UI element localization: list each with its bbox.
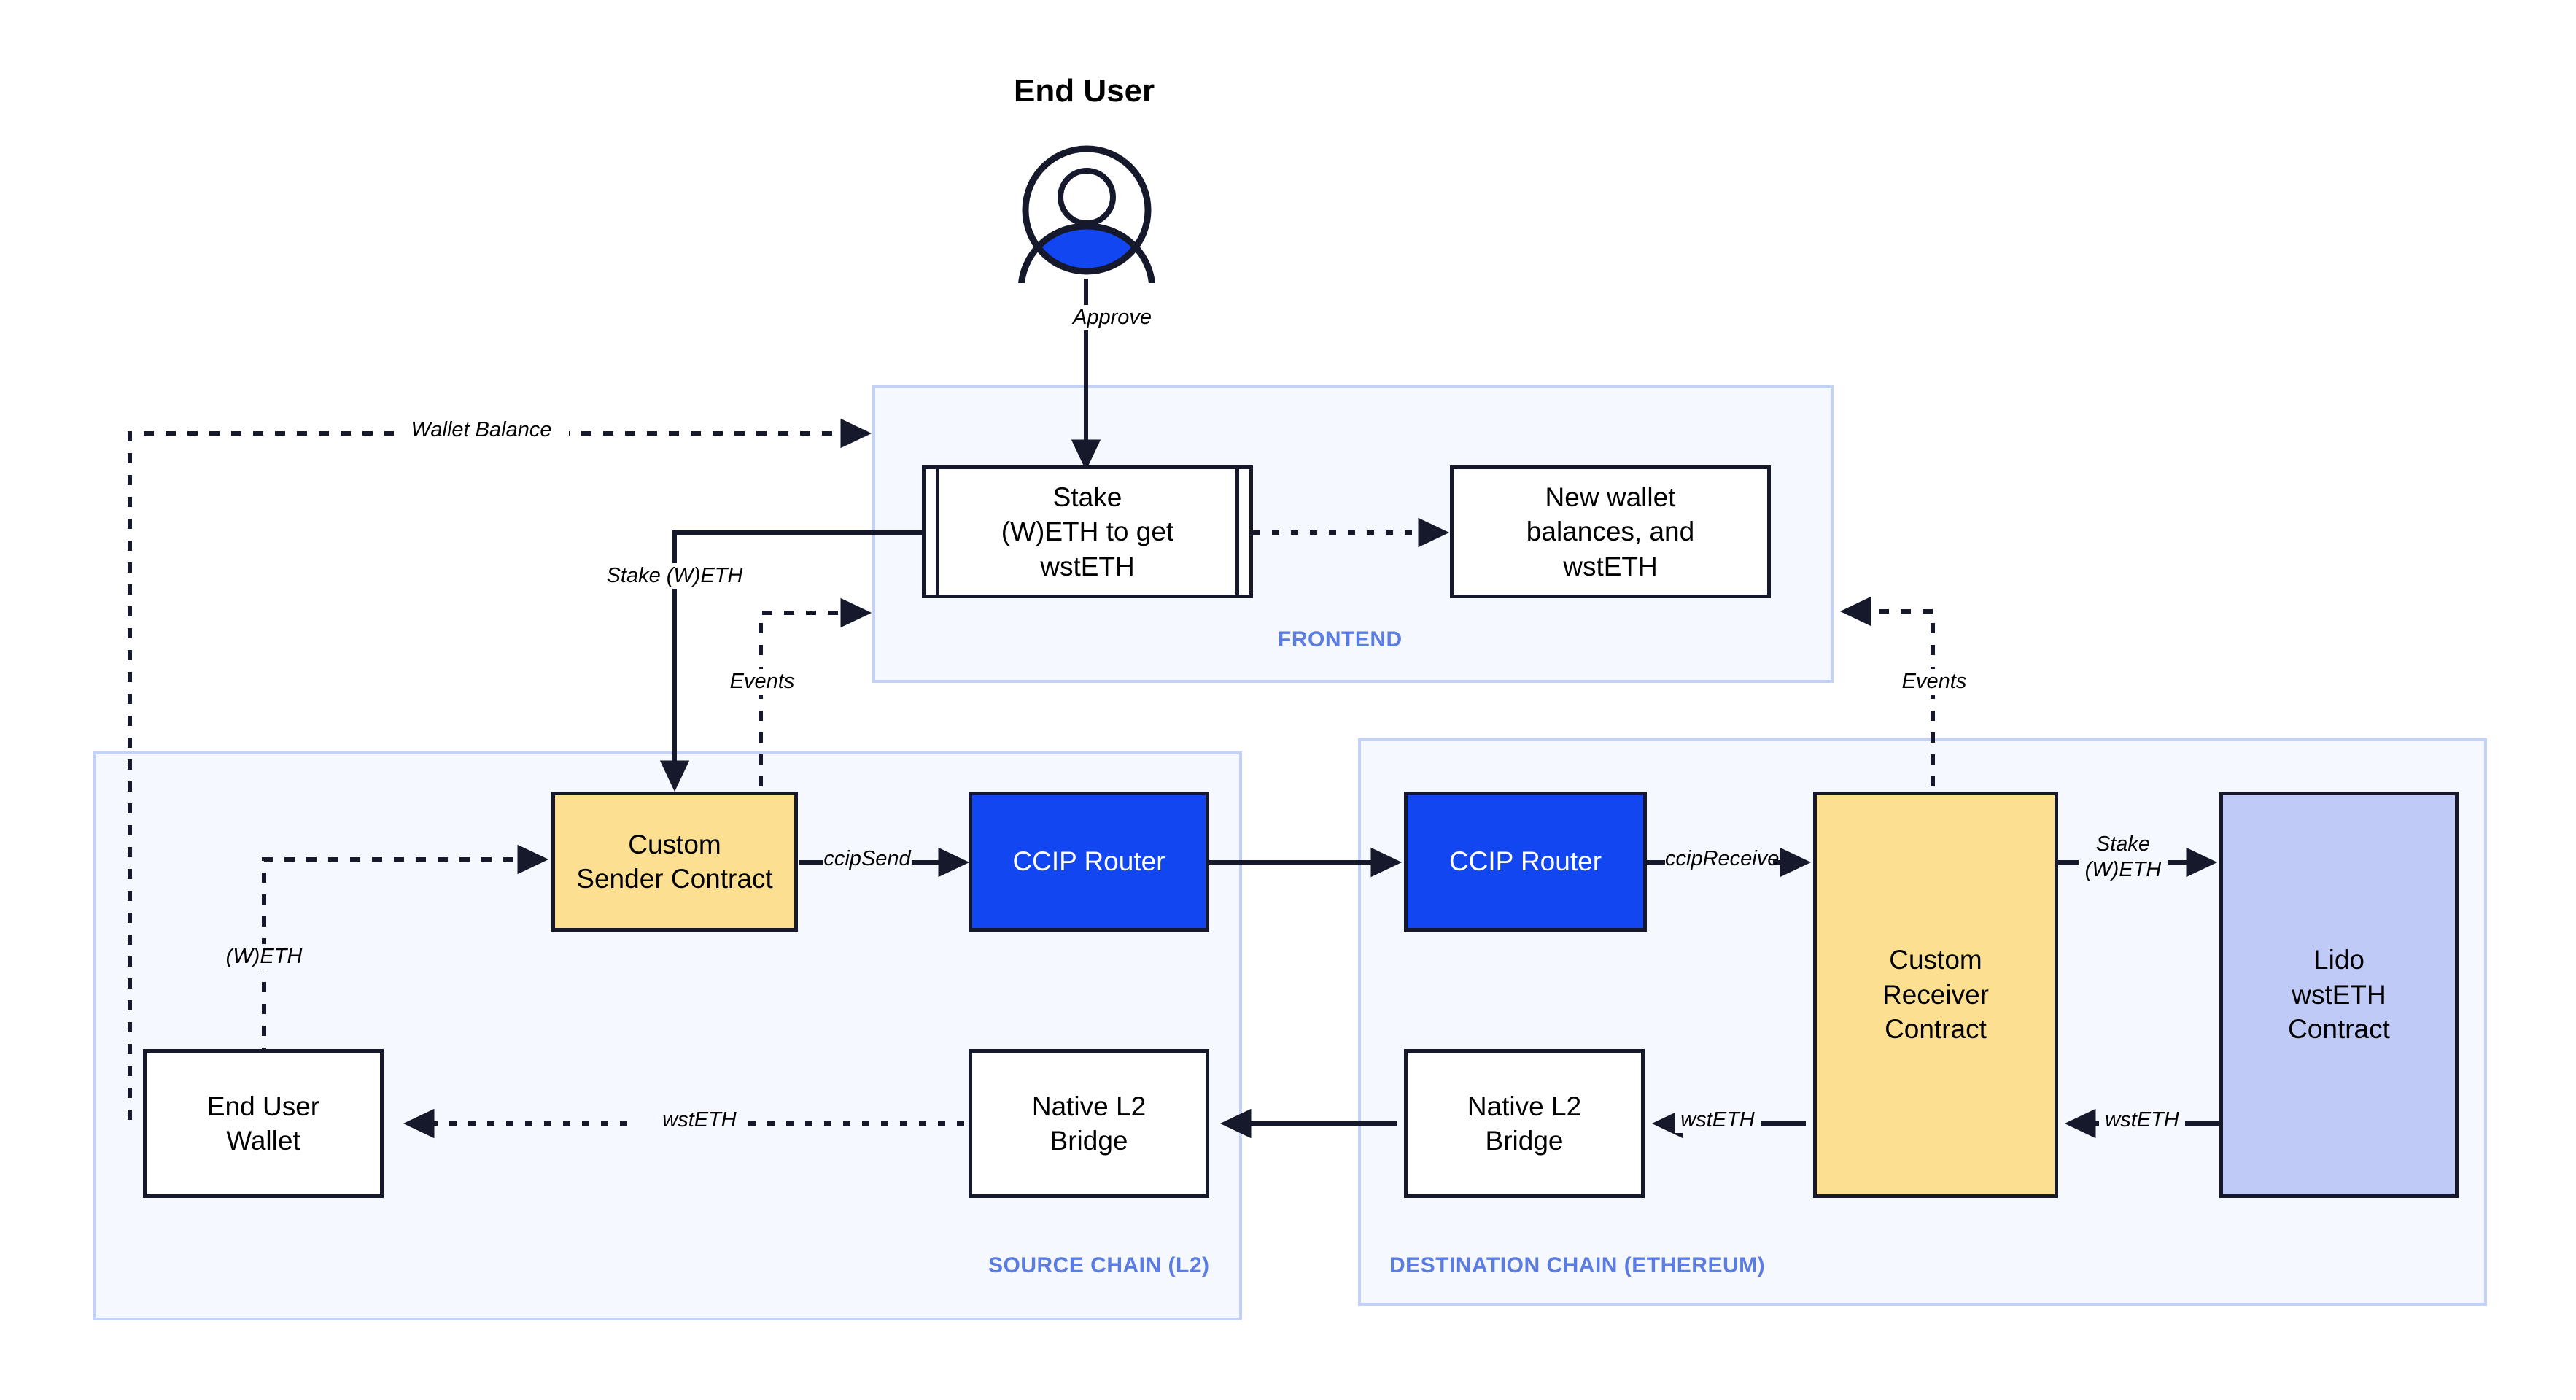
node-native-l2-bridge-destination[interactable]: Native L2 Bridge (1404, 1049, 1645, 1198)
node-ccip-router-source-label: CCIP Router (1012, 846, 1165, 877)
edge-label-events-source: Events (704, 669, 820, 695)
node-ccip-router-destination-label: CCIP Router (1448, 846, 1602, 877)
node-end-user-wallet[interactable]: End User Wallet (143, 1049, 384, 1198)
edge-label-approve: Approve (1039, 305, 1185, 330)
edge-label-wallet-balance: Wallet Balance (394, 417, 569, 443)
node-native-l2-bridge-destination-label: Native L2 Bridge (1467, 1091, 1582, 1156)
edge-label-wsteth-lido: wstETH (2099, 1107, 2185, 1133)
edge-label-stake-weth-2: Stake (W)ETH (2079, 832, 2168, 883)
edge-label-ccipsend: ccipSend (823, 846, 912, 872)
node-ccip-router-source[interactable]: CCIP Router (969, 792, 1209, 932)
user-avatar-icon (1018, 145, 1155, 283)
edge-label-events-destination: Events (1876, 669, 1993, 695)
node-native-l2-bridge-source-label: Native L2 Bridge (1031, 1091, 1147, 1156)
node-new-wallet-balances-label: New wallet balances, and wstETH (1526, 482, 1695, 581)
edge-label-ccipreceive: ccipReceive (1665, 846, 1780, 872)
node-custom-sender-contract-label: Custom Sender Contract (576, 829, 773, 894)
node-ccip-router-destination[interactable]: CCIP Router (1404, 792, 1647, 932)
node-custom-sender-contract[interactable]: Custom Sender Contract (551, 792, 798, 932)
page-title: End User (1014, 73, 1155, 109)
edge-label-wsteth-wallet: wstETH (656, 1107, 742, 1133)
node-custom-receiver-contract-label: Custom Receiver Contract (1882, 945, 1989, 1045)
node-stake-form-label: Stake (W)ETH to get wstETH (1001, 482, 1174, 581)
panel-label-source-chain: SOURCE CHAIN (L2) (988, 1253, 1210, 1277)
panel-label-destination-chain: DESTINATION CHAIN (ETHEREUM) (1389, 1253, 1766, 1277)
node-stake-form[interactable]: Stake (W)ETH to get wstETH (922, 465, 1253, 598)
node-native-l2-bridge-source[interactable]: Native L2 Bridge (969, 1049, 1209, 1198)
edge-label-wsteth-bridge: wstETH (1675, 1107, 1761, 1133)
edge-label-stake-weth: Stake (W)ETH (591, 563, 759, 589)
node-end-user-wallet-label: End User Wallet (206, 1091, 320, 1156)
node-new-wallet-balances[interactable]: New wallet balances, and wstETH (1450, 465, 1771, 598)
node-custom-receiver-contract[interactable]: Custom Receiver Contract (1813, 792, 2058, 1198)
node-lido-wsteth-contract-label: Lido wstETH Contract (2288, 945, 2390, 1045)
edge-label-weth: (W)ETH (206, 944, 322, 970)
panel-label-frontend: FRONTEND (1278, 627, 1403, 651)
node-lido-wsteth-contract[interactable]: Lido wstETH Contract (2219, 792, 2459, 1198)
